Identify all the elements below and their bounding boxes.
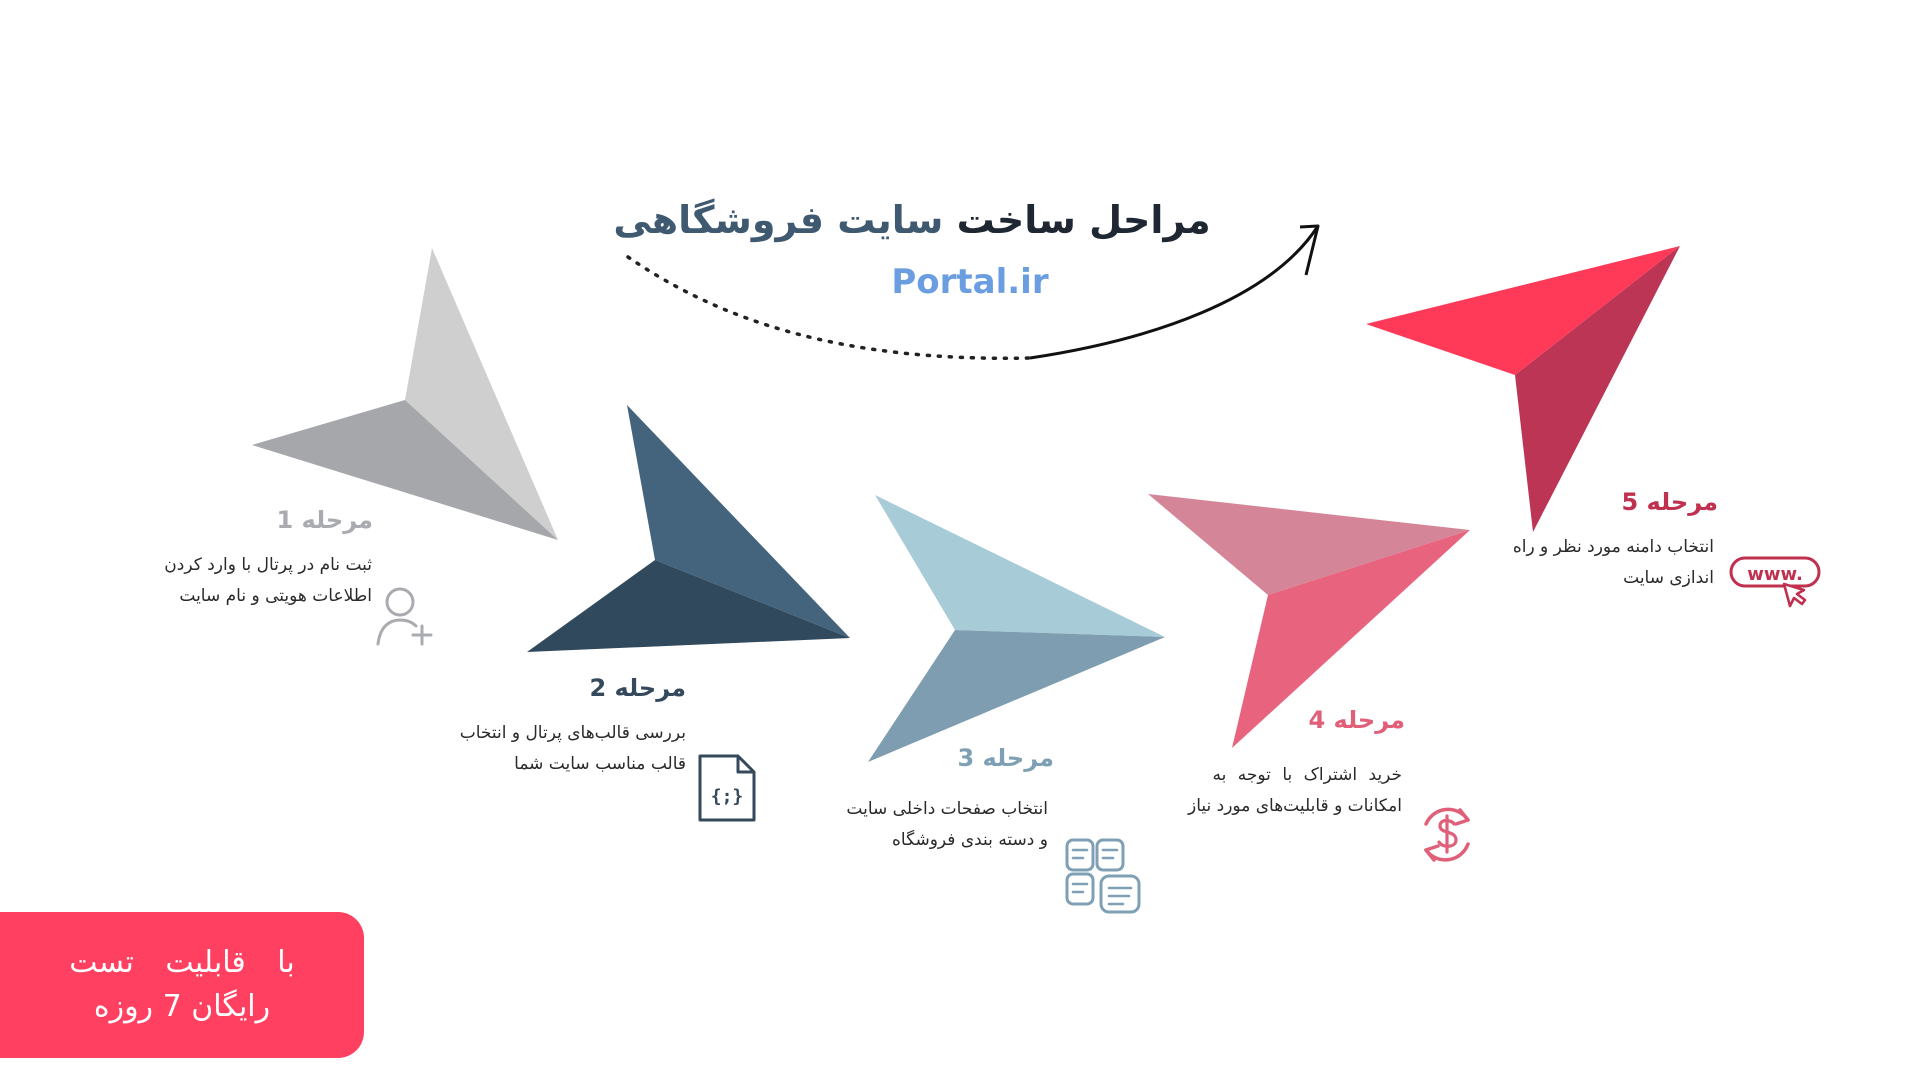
curve-arrow [1029, 225, 1320, 360]
badge-line-1: با قابلیت تست [69, 945, 295, 980]
arrow-step-1 [252, 248, 558, 540]
brand-name: Portal.ir [891, 262, 1049, 302]
step-2-line-1: بررسی قالب‌های پرتال و انتخاب [459, 723, 686, 743]
step-3-description: انتخاب صفحات داخلی سایت و دسته بندی فروش… [846, 794, 1048, 856]
step-2-description: بررسی قالب‌های پرتال و انتخاب قالب مناسب… [460, 718, 686, 780]
step-1-line-1: ثبت نام در پرتال با وارد کردن [164, 555, 372, 575]
step-5-line-2: اندازی سایت [1623, 568, 1714, 588]
arrow-step-2 [527, 405, 850, 652]
step-3-title: مرحله 3 [957, 744, 1055, 772]
code-file-icon: {;} [698, 754, 756, 822]
step-4-line-1: خرید اشتراک با توجه به [1212, 765, 1402, 785]
title-part-2: سایت فروشگاهی [613, 198, 944, 242]
curve-arrowhead [1299, 224, 1320, 276]
step-1-description: ثبت نام در پرتال با وارد کردن اطلاعات هو… [164, 550, 372, 612]
step-5-title: مرحله 5 [1621, 488, 1719, 516]
step-1-line-2: اطلاعات هویتی و نام سایت [179, 586, 372, 606]
step-5-line-1: انتخاب دامنه مورد نظر و راه [1512, 537, 1714, 557]
free-trial-badge[interactable]: با قابلیت تست رایگان 7 روزه [0, 912, 364, 1058]
step-4-title: مرحله 4 [1308, 706, 1406, 734]
user-plus-icon [376, 587, 433, 646]
step-3-line-1: انتخاب صفحات داخلی سایت [846, 799, 1048, 819]
badge-line-2: رایگان 7 روزه [93, 989, 271, 1024]
step-3-line-2: و دسته بندی فروشگاه [891, 830, 1048, 850]
step-1-title: مرحله 1 [276, 506, 374, 534]
arrow-step-4 [1148, 494, 1470, 748]
step-4-line-2: امکانات و قابلیت‌های مورد نیاز [1188, 796, 1402, 816]
www-text: www. [1747, 564, 1803, 585]
arrow-step-5 [1366, 246, 1680, 532]
step-2-line-2: قالب مناسب سایت شما [514, 754, 686, 774]
step-4-description: خرید اشتراک با توجه به امکانات و قابلیت‌… [1188, 760, 1402, 822]
code-file-text: {;} [711, 786, 744, 807]
step-2-title: مرحله 2 [589, 674, 687, 702]
www-icon: www. [1729, 556, 1821, 608]
arrow-step-3 [868, 495, 1165, 762]
step-5-description: انتخاب دامنه مورد نظر و راه اندازی سایت [1513, 532, 1714, 594]
pages-icon [1065, 838, 1141, 914]
dollar-refresh-icon [1424, 807, 1470, 862]
page-title: مراحل ساخت سایت فروشگاهی [600, 198, 1224, 242]
title-part-1: مراحل ساخت [956, 198, 1211, 242]
dotted-curve [626, 255, 1032, 361]
